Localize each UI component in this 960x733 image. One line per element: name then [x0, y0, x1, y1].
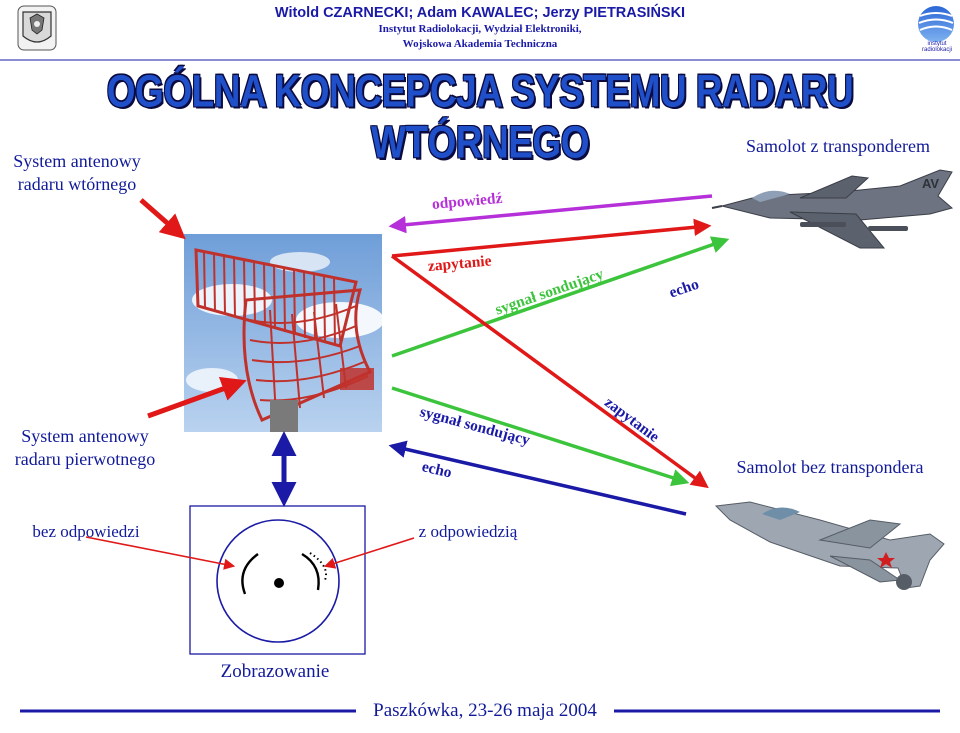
- label-secondary-antenna: System antenowy radaru wtórnego: [4, 150, 150, 196]
- institute-logo-caption: instytut radiolokacji: [914, 41, 960, 53]
- header-authors: Witold CZARNECKI; Adam KAWALEC; Jerzy PI…: [240, 5, 720, 21]
- label-aircraft-without-transponder: Samolot bez transpondera: [710, 456, 950, 479]
- echo-bottom-line: [392, 446, 686, 514]
- label-aircraft-with-transponder: Samolot z transponderem: [716, 135, 960, 158]
- academy-crest-logo: [18, 6, 56, 50]
- institute-logo-text-2: radiolokacji: [914, 47, 960, 53]
- institute-logo: [918, 6, 954, 42]
- header-institute: Instytut Radiolokacji, Wydział Elektroni…: [240, 23, 720, 35]
- secondary-antenna-pointer: [141, 200, 182, 236]
- label-display: Zobrazowanie: [200, 660, 350, 683]
- label-with-reply: z odpowiedzią: [398, 520, 538, 543]
- f16-aircraft-image: [712, 162, 956, 258]
- interrogation-top-line: [392, 226, 708, 256]
- footer-event: Paszkówka, 23-26 maja 2004: [356, 700, 614, 722]
- aircraft-tail-code: AV: [922, 176, 939, 191]
- header-academy: Wojskowa Akademia Techniczna: [240, 38, 720, 50]
- antenna-photo: [184, 234, 384, 432]
- mig-aircraft-image: [708, 492, 946, 590]
- label-no-reply: bez odpowiedzi: [14, 520, 158, 543]
- ppi-center-dot: [274, 578, 284, 588]
- label-primary-antenna: System antenowy radaru pierwotnego: [2, 425, 168, 471]
